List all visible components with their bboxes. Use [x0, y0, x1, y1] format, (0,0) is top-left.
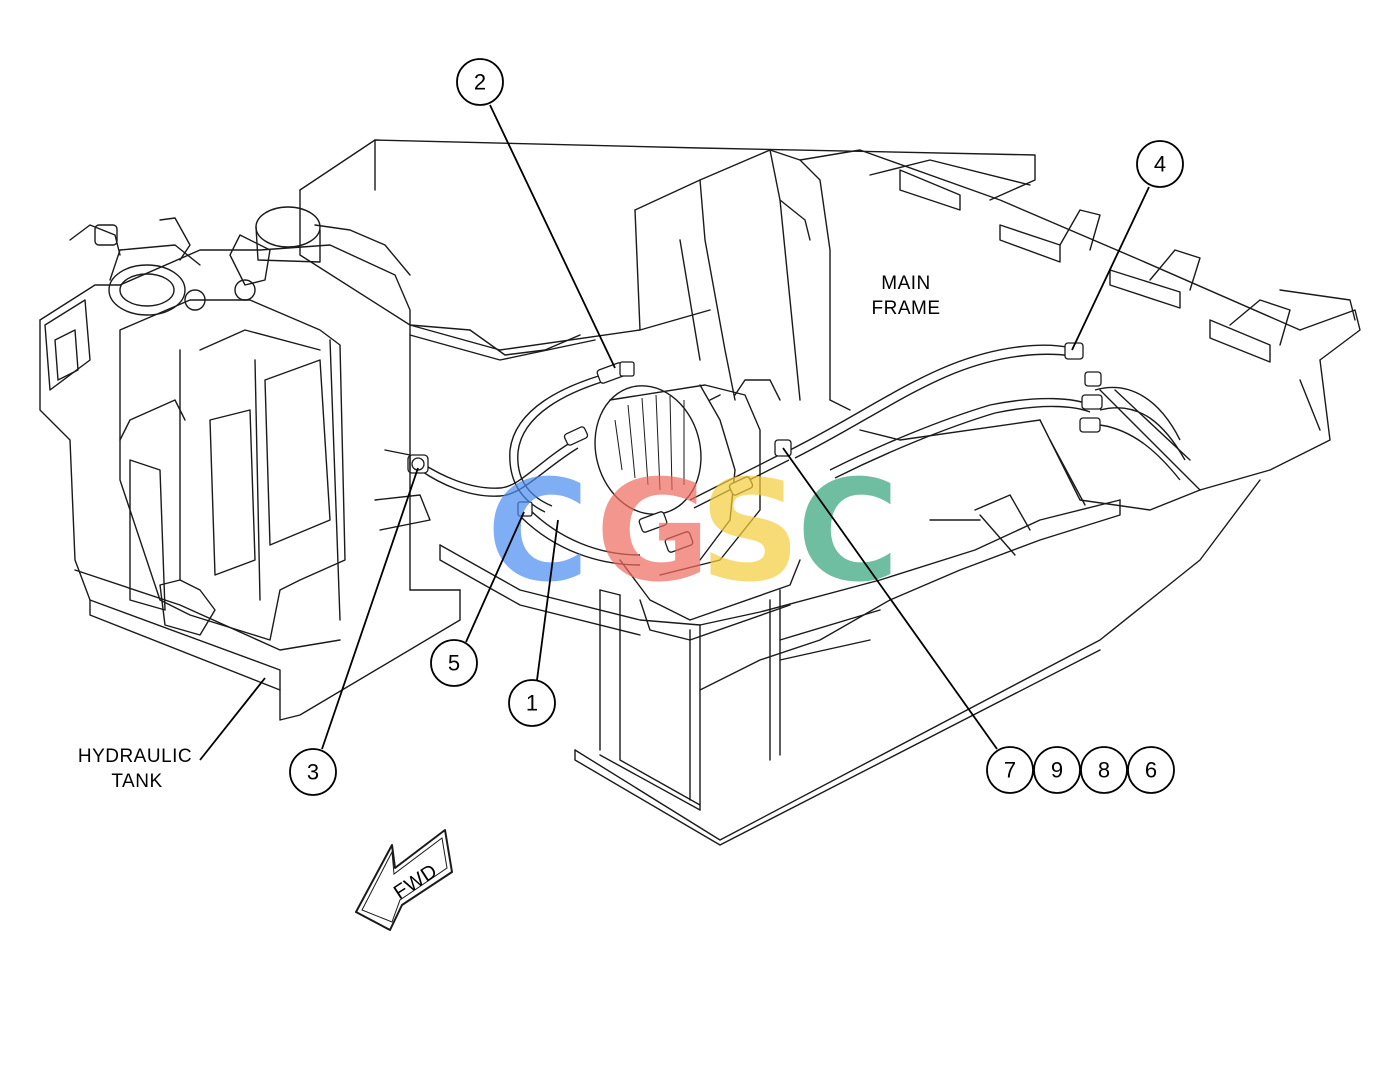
callout-8-number: 8 — [1098, 758, 1110, 783]
callout-7: 7 — [986, 746, 1034, 794]
callout-9: 9 — [1033, 746, 1081, 794]
main-frame-drawing — [299, 139, 1361, 846]
fwd-arrow: FWD — [355, 829, 453, 931]
hydraulic-tank-drawing — [39, 206, 461, 721]
hydraulic-tank-label-line1: HYDRAULIC — [78, 746, 192, 767]
callout-2-number: 2 — [474, 70, 486, 95]
callout-4: 4 — [1136, 140, 1184, 188]
watermark-letter-c1: C — [487, 451, 590, 614]
callout-1-number: 1 — [526, 691, 538, 716]
hydraulic-tank-label: HYDRAULIC TANK — [78, 746, 192, 792]
callout-3-number: 3 — [307, 760, 319, 785]
callout-6-number: 6 — [1145, 758, 1157, 783]
main-frame-label: MAIN FRAME — [872, 273, 941, 319]
callout-1: 1 — [508, 679, 556, 727]
callout-7-number: 7 — [1004, 758, 1016, 783]
callout-3: 3 — [289, 748, 337, 796]
hydraulic-tank-label-line2: TANK — [111, 771, 162, 792]
callout-4-number: 4 — [1154, 152, 1166, 177]
callout-6: 6 — [1127, 746, 1175, 794]
callout-2: 2 — [456, 58, 504, 106]
fittings — [407, 342, 1103, 553]
watermark-letter-g: G — [596, 451, 711, 614]
watermark-letter-s: S — [700, 451, 801, 614]
callout-5-number: 5 — [448, 651, 460, 676]
main-frame-label-line1: MAIN — [881, 273, 931, 294]
hose-lines — [419, 344, 1186, 566]
callout-8: 8 — [1080, 746, 1128, 794]
callout-9-number: 9 — [1051, 758, 1063, 783]
callout-5: 5 — [430, 639, 478, 687]
main-frame-label-line2: FRAME — [872, 298, 941, 319]
cgsc-watermark: C G S C — [487, 451, 900, 614]
leader-lines — [199, 104, 1150, 761]
filter-assembly — [594, 379, 781, 576]
